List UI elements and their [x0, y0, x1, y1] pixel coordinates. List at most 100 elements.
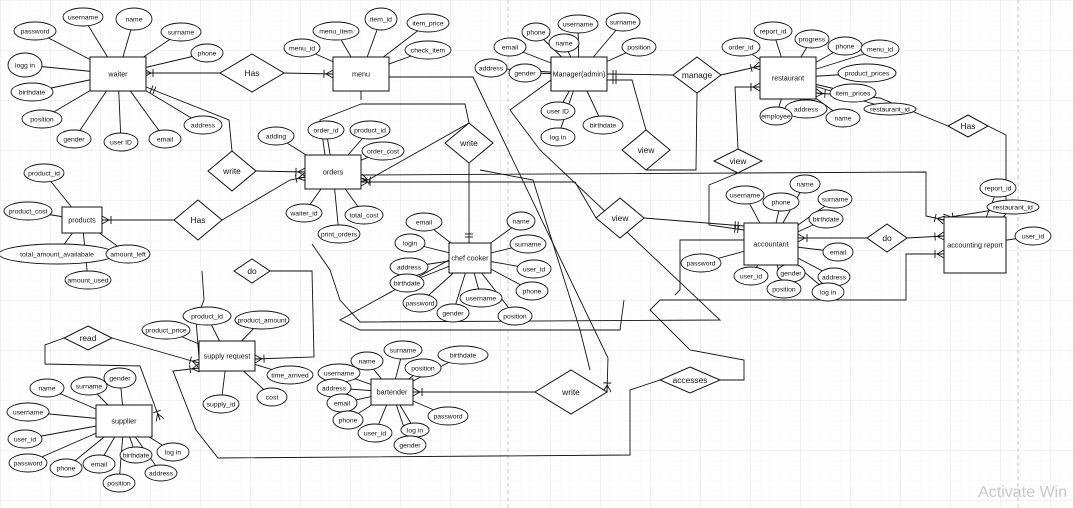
attribute-restaurant-menu-id[interactable]: menu_id [860, 39, 900, 59]
attribute-waiter-name[interactable]: name [115, 7, 153, 31]
attribute-chef-email[interactable]: email [405, 212, 443, 232]
attribute-accountant-email[interactable]: email [822, 242, 854, 262]
attribute-restaurant-order-id[interactable]: order_id [721, 37, 761, 57]
attribute-products-amount-used[interactable]: amount_used [64, 270, 112, 290]
attribute-menu-menu-id[interactable]: menu_id [283, 38, 321, 58]
attribute-products-product-id[interactable]: product_id [23, 163, 65, 183]
entity-menu[interactable]: menu [332, 56, 390, 92]
attribute-chef-position[interactable]: position [497, 306, 533, 326]
relationship-view-diamond[interactable]: view [712, 148, 764, 174]
attribute-manager-position[interactable]: position [621, 37, 657, 57]
attribute-restaurant-progress[interactable]: progress [794, 29, 830, 49]
attribute-manager-birthdate[interactable]: birthdate [582, 115, 624, 135]
entity-supplier[interactable]: supplier [95, 404, 153, 438]
attribute-accountant-gender[interactable]: gender [776, 263, 806, 283]
attribute-chef-surname[interactable]: surname [509, 234, 547, 254]
relationship-has-diamond[interactable]: Has [219, 53, 285, 93]
attribute-bartender-email[interactable]: email [326, 393, 358, 413]
attribute-accountant-phone[interactable]: phone [762, 192, 800, 212]
attribute-supplier-user-id[interactable]: user_id [7, 429, 43, 449]
relationship-write-diamond[interactable]: write [444, 122, 494, 164]
attribute-supplier-birthdate[interactable]: birthdate [119, 446, 153, 464]
attribute-waiter-phone[interactable]: phone [190, 43, 224, 63]
attribute-supply-product-price[interactable]: product_price [141, 320, 191, 340]
attribute-waiter-password[interactable]: password [13, 21, 57, 41]
attribute-bartender-gender[interactable]: gender [393, 435, 427, 455]
attribute-menu-check-item[interactable]: check_item [404, 40, 452, 60]
relationship-view-diamond[interactable]: view [621, 129, 671, 171]
attribute-restaurant-address[interactable]: address [784, 99, 828, 119]
attribute-manager-address[interactable]: address [474, 58, 508, 78]
attribute-acc_report-report-id[interactable]: report_id [979, 178, 1017, 198]
entity-accountant[interactable]: accountant [743, 222, 799, 266]
attribute-bartender-birthdate[interactable]: birthdate [437, 345, 489, 365]
attribute-manager-email[interactable]: email [493, 37, 527, 57]
attribute-restaurant-item-prices[interactable]: item_prices [829, 83, 877, 103]
attribute-manager-user-id[interactable]: user ID [540, 101, 576, 121]
attribute-bartender-password[interactable]: password [427, 406, 469, 426]
attribute-accountant-name[interactable]: name [789, 174, 821, 194]
relationship-has-diamond[interactable]: Has [946, 114, 990, 138]
entity-accounting-report[interactable]: accounting report [943, 216, 1007, 274]
attribute-bartender-user-id[interactable]: user_id [357, 423, 393, 443]
attribute-supply-product-amount[interactable]: product_amount [234, 310, 290, 330]
attribute-manager-username[interactable]: username [557, 14, 599, 34]
attribute-waiter-logg-in[interactable]: logg in [7, 52, 43, 78]
attribute-accountant-password[interactable]: password [680, 253, 722, 273]
entity-supply-request[interactable]: supply request [198, 340, 256, 372]
attribute-manager-log-in[interactable]: log in [540, 127, 576, 147]
entity-restaurant[interactable]: restaurant [759, 56, 817, 100]
attribute-orders-adding[interactable]: adding [257, 126, 295, 146]
entity-orders[interactable]: orders [304, 154, 362, 190]
attribute-supplier-surname[interactable]: surname [70, 376, 108, 396]
attribute-menu-item-price[interactable]: item_price [406, 13, 450, 33]
attribute-chef-username[interactable]: username [459, 288, 503, 308]
attribute-products-product-cost[interactable]: product_cost [3, 201, 53, 221]
attribute-supplier-gender[interactable]: gender [103, 367, 137, 389]
attribute-supplier-position[interactable]: position [102, 473, 136, 493]
attribute-waiter-user-id[interactable]: user ID [103, 132, 139, 152]
relationship-view-diamond[interactable]: view [595, 197, 645, 239]
attribute-waiter-position[interactable]: position [21, 109, 63, 129]
entity-bartender[interactable]: bartender [370, 378, 414, 406]
attribute-supplier-username[interactable]: username [6, 402, 50, 422]
attribute-menu-item-id[interactable]: item_id [364, 7, 398, 31]
entity-products[interactable]: products [61, 206, 103, 234]
attribute-restaurant-employee[interactable]: employee [759, 106, 793, 126]
relationship-accesses-diamond[interactable]: accesses [658, 366, 722, 394]
attribute-restaurant-name[interactable]: name [825, 108, 861, 128]
attribute-orders-order-cost[interactable]: order_cost [361, 141, 405, 161]
attribute-supply-cost[interactable]: cost [256, 387, 288, 407]
attribute-acc_report-user-id[interactable]: user_id [1014, 226, 1052, 246]
relationship-read-diamond[interactable]: read [62, 325, 114, 351]
attribute-chef-login[interactable]: login [394, 233, 426, 253]
attribute-chef-address[interactable]: address [389, 257, 429, 277]
attribute-bartender-position[interactable]: position [404, 358, 442, 378]
attribute-accountant-position[interactable]: position [766, 279, 802, 299]
relationship-manage-diamond[interactable]: manage [672, 56, 722, 94]
attribute-manager-gender[interactable]: gender [508, 63, 542, 83]
relationship-write-diamond[interactable]: write [207, 150, 257, 192]
attribute-accountant-log-in[interactable]: log in [811, 282, 845, 302]
attribute-bartender-phone[interactable]: phone [332, 410, 364, 430]
attribute-chef-password[interactable]: password [402, 293, 438, 313]
relationship-do-diamond[interactable]: do [866, 223, 908, 253]
attribute-supplier-phone[interactable]: phone [49, 458, 83, 478]
attribute-waiter-address[interactable]: address [183, 115, 223, 135]
relationship-do-diamond[interactable]: do [233, 258, 271, 284]
attribute-restaurant-product-prices[interactable]: product_prices [837, 63, 897, 83]
attribute-bartender-surname[interactable]: surname [383, 340, 423, 360]
attribute-waiter-email[interactable]: email [148, 129, 182, 149]
attribute-bartender-log-in[interactable]: log in [400, 422, 430, 438]
entity-chef-cooker[interactable]: chef cooker [448, 242, 492, 274]
attribute-manager-name[interactable]: name [548, 33, 580, 53]
attribute-chef-phone[interactable]: phone [515, 281, 549, 301]
attribute-products-total-amount-availabale[interactable]: total_amount_availabale [0, 243, 116, 265]
attribute-restaurant-restaurant-id[interactable]: restaurant_id [863, 102, 917, 116]
attribute-manager-surname[interactable]: surname [605, 12, 641, 32]
attribute-supply-time-arrived[interactable]: time_arrived [266, 365, 314, 385]
attribute-orders-print-orders[interactable]: print_orders [317, 224, 361, 244]
attribute-supplier-address[interactable]: address [144, 464, 178, 482]
attribute-waiter-gender[interactable]: gender [56, 129, 92, 149]
attribute-supplier-log-in[interactable]: log in [156, 442, 190, 462]
